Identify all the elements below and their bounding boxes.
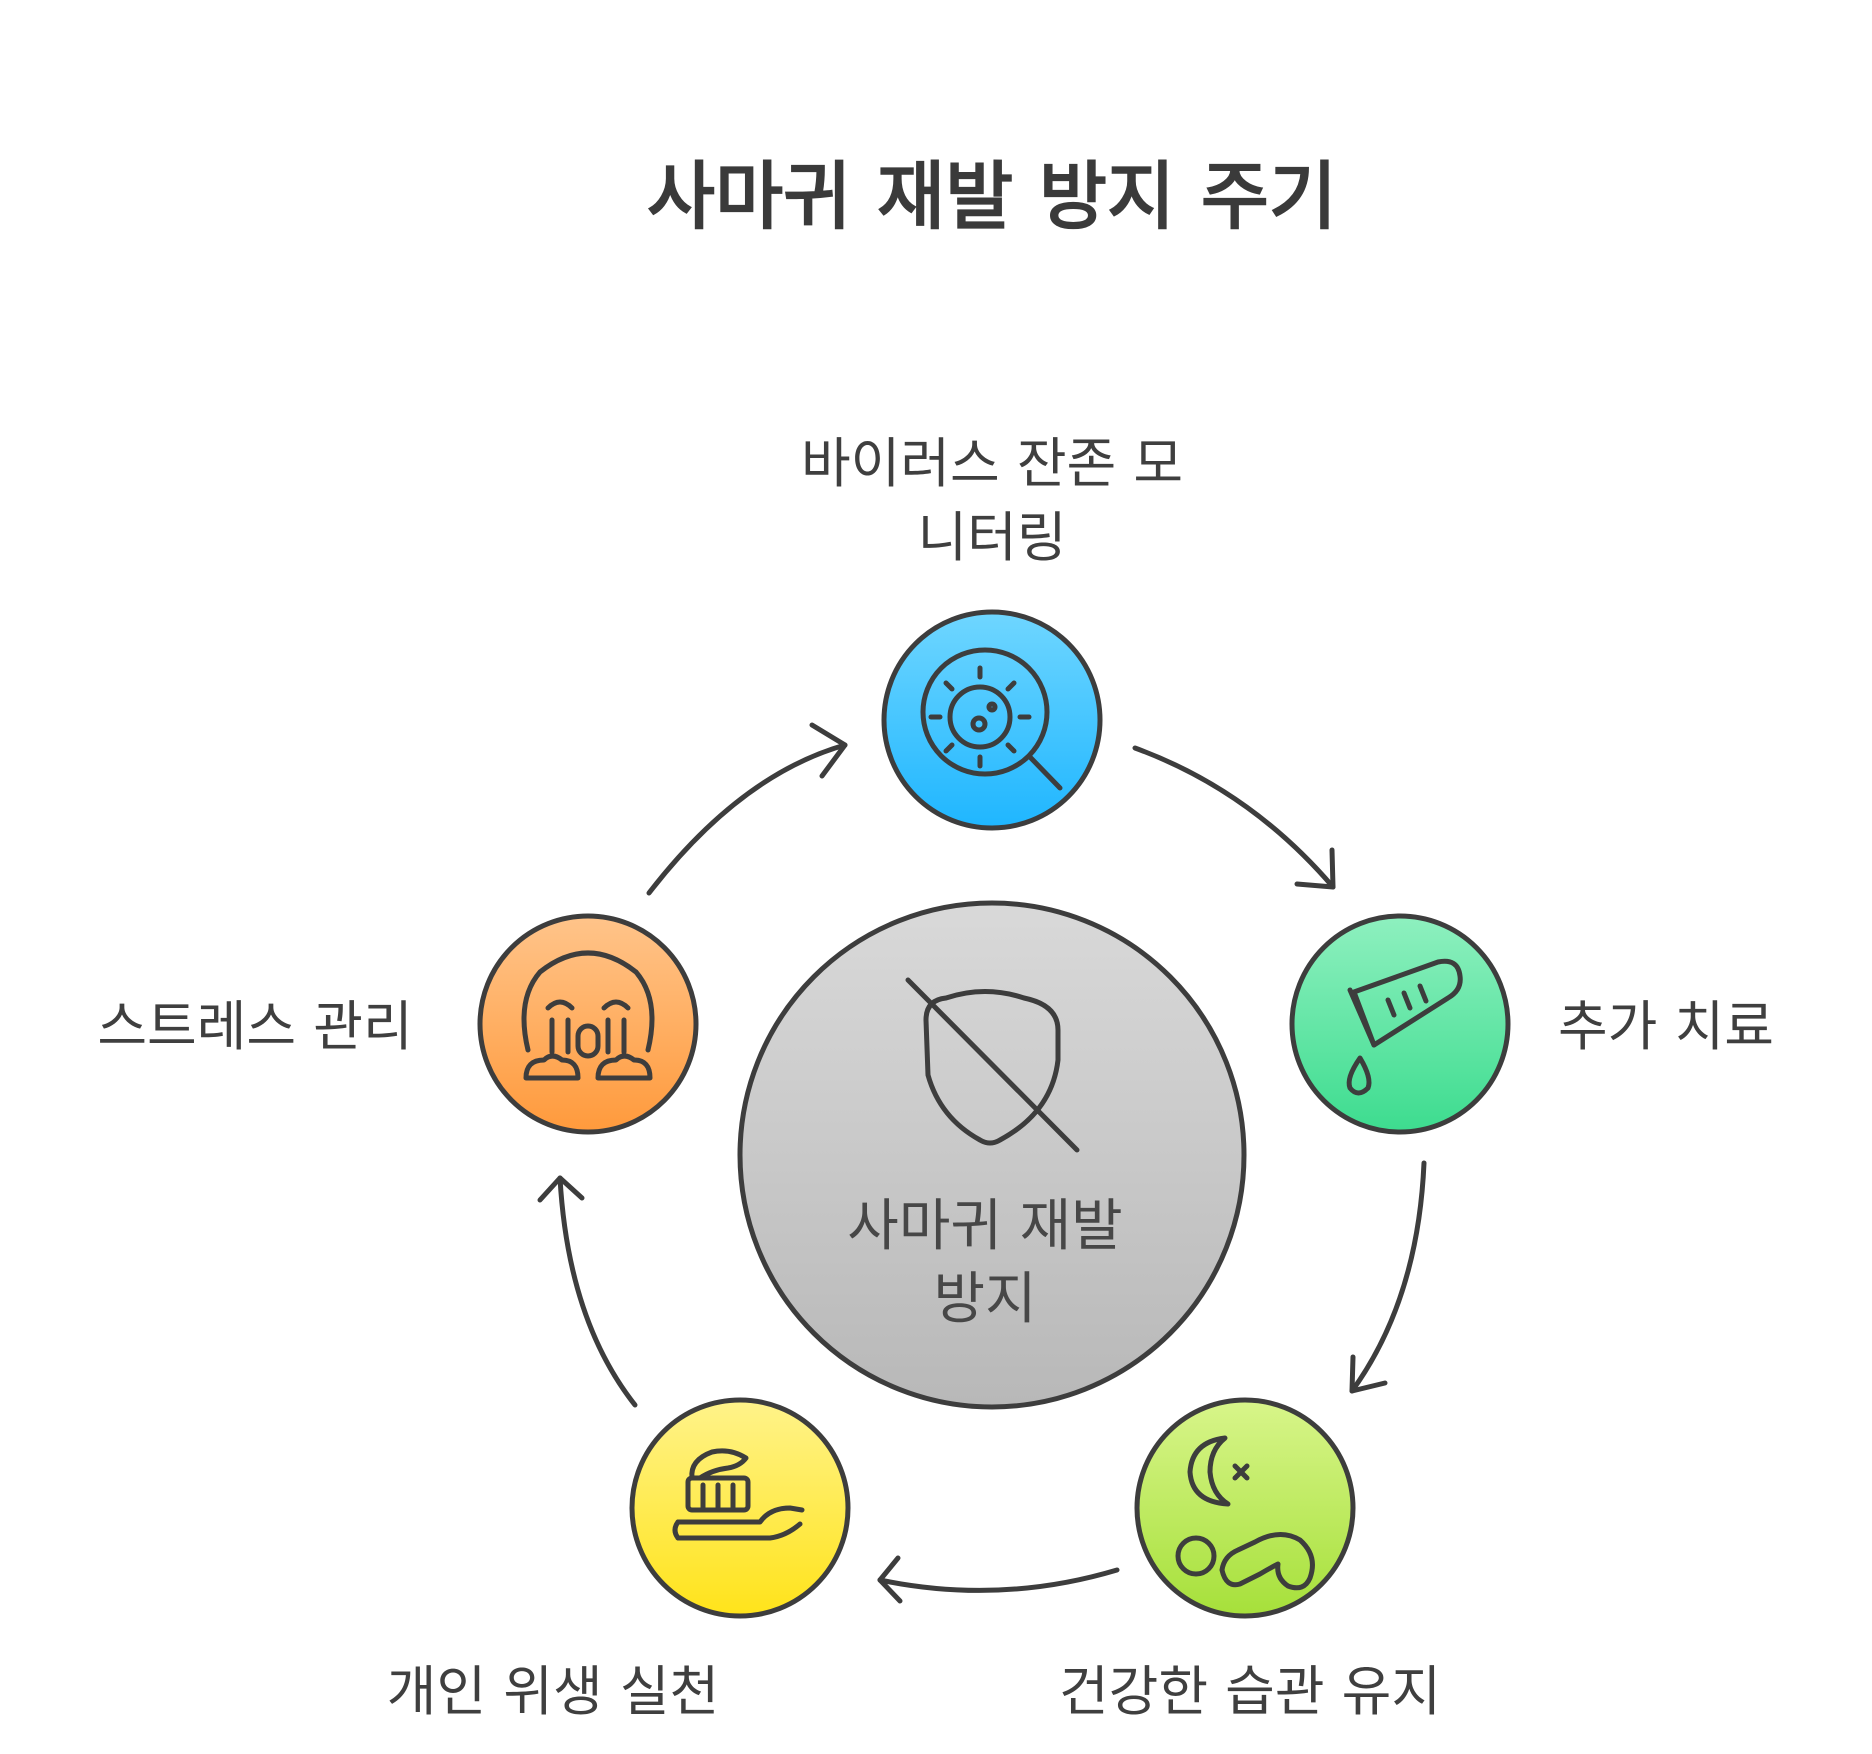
- center-hub: 사마귀 재발 방지: [737, 900, 1247, 1410]
- stressed-face-icon: [521, 950, 655, 1081]
- step-circle: [1289, 913, 1511, 1135]
- step-personal-hygiene: 개인 위생 실천: [387, 1397, 851, 1723]
- step-stress-management: 스트레스 관리: [97, 913, 699, 1135]
- step-additional-treatment: 추가 치료: [1289, 913, 1774, 1135]
- arrow-monitoring-to-treatment: [1132, 745, 1336, 890]
- cycle-arrows: [537, 722, 1427, 1604]
- arrow-treatment-to-habits: [1349, 1160, 1427, 1394]
- arrowhead-hygiene-to-stress: [537, 1175, 585, 1203]
- center-label-line2: 방지: [933, 1267, 1036, 1332]
- shield-off-icon: [905, 977, 1080, 1153]
- center-label-line1: 사마귀 재발: [847, 1194, 1122, 1259]
- step-label: 스트레스 관리: [97, 995, 412, 1058]
- center-circle: [737, 900, 1247, 1410]
- step-label-line2: 니터링: [917, 506, 1066, 569]
- step-label: 추가 치료: [1558, 995, 1774, 1058]
- step-circle: [881, 609, 1103, 831]
- toothbrush-icon: [672, 1448, 805, 1541]
- arrow-habits-to-hygiene: [877, 1567, 1120, 1593]
- step-virus-monitoring: 바이러스 잔존 모 니터링: [801, 432, 1183, 831]
- step-circle: [1134, 1397, 1356, 1619]
- diagram-title: 사마귀 재발 방지 주기: [647, 154, 1337, 240]
- step-label: 개인 위생 실천: [387, 1660, 719, 1723]
- arrowhead-treatment-to-habits: [1349, 1354, 1388, 1394]
- arrow-hygiene-to-stress: [557, 1175, 638, 1408]
- arrowhead-monitoring-to-treatment: [1294, 847, 1336, 890]
- step-label: 건강한 습관 유지: [1059, 1660, 1441, 1723]
- arrowhead-stress-to-monitoring: [809, 722, 848, 779]
- virus-magnifier-icon: [920, 647, 1063, 791]
- arrow-stress-to-monitoring: [646, 742, 848, 896]
- arrowhead-habits-to-hygiene: [877, 1555, 903, 1604]
- ointment-tube-icon: [1346, 958, 1463, 1096]
- step-label-line1: 바이러스 잔존 모: [801, 432, 1183, 495]
- step-healthy-habits: 건강한 습관 유지: [1059, 1397, 1441, 1723]
- sleep-exercise-icon: [1175, 1435, 1315, 1591]
